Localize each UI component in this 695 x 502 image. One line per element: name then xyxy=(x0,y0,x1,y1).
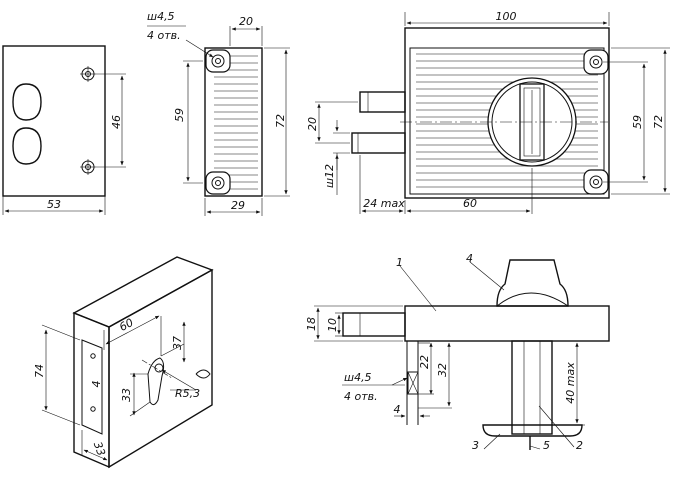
iso-dim-33-bottom-label: 33 xyxy=(91,440,108,458)
iso-dim-60-label: 60 xyxy=(117,316,135,334)
section-view: 1 4 2 3 5 18 10 22 32 40 max xyxy=(305,252,610,452)
dim-20-bolt-label: 20 xyxy=(306,117,319,131)
dim-20-label: 20 xyxy=(239,15,253,28)
dim-24max-label: 24 max xyxy=(363,197,405,210)
sec-dim-4-label: 4 xyxy=(394,403,401,416)
iso-dim-radius-label: R5,3 xyxy=(175,387,200,400)
iso-dim-37-label: 37 xyxy=(171,336,184,350)
lock-front-view: 100 20 ш12 24 max 60 59 72 xyxy=(306,10,670,214)
dim-72-front-label: 72 xyxy=(652,115,665,129)
cooling-fins xyxy=(214,55,258,190)
sec-hole-note-count: 4 отв. xyxy=(344,390,378,403)
mount-hole-icon xyxy=(211,176,225,190)
dim-29-label: 29 xyxy=(231,199,245,212)
sec-dim-18-label: 18 xyxy=(305,317,318,331)
dim-59-front-label: 59 xyxy=(631,115,644,129)
section-body xyxy=(404,305,610,342)
section-spindle xyxy=(511,340,553,435)
isometric-view: 60 37 74 33 R5,3 4 33 xyxy=(33,256,214,469)
dim-bolt-dia-label: ш12 xyxy=(323,164,336,188)
section-knob xyxy=(496,259,569,307)
iso-dim-4-label: 4 xyxy=(90,381,103,388)
bolt-cutout-lower xyxy=(12,127,42,165)
bolt-cutout-upper xyxy=(12,83,42,121)
section-plate xyxy=(482,424,583,437)
part-label-4: 4 xyxy=(466,252,473,265)
dim-100-label: 100 xyxy=(496,10,517,23)
section-bolt xyxy=(342,312,406,337)
sec-dim-32-label: 32 xyxy=(436,363,449,377)
sec-dim-22-label: 22 xyxy=(418,355,431,369)
part-label-5: 5 xyxy=(543,439,550,452)
dim-72-label: 72 xyxy=(274,114,287,128)
dim-53-label: 53 xyxy=(47,198,61,211)
mount-hole-icon xyxy=(211,54,225,68)
iso-dim-74-label: 74 xyxy=(33,364,46,378)
rotation-arrow-icon xyxy=(195,369,211,379)
mount-hole-icon xyxy=(589,175,603,189)
sec-dim-10-label: 10 xyxy=(326,318,339,332)
dim-60-label: 60 xyxy=(463,197,477,210)
sec-hole-note-diameter: ш4,5 xyxy=(344,371,372,384)
hole-note-diameter: ш4,5 xyxy=(147,10,175,23)
bolts xyxy=(351,91,406,154)
strike-plate-view: 46 53 xyxy=(2,45,126,215)
iso-dim-33-label: 33 xyxy=(120,388,133,402)
iso-cutout xyxy=(147,357,165,406)
lock-side-view: ш4,5 4 отв. 20 59 72 29 xyxy=(147,10,290,216)
hole-note-count: 4 отв. xyxy=(147,29,181,42)
part-label-1: 1 xyxy=(396,256,403,269)
sec-dim-40max-label: 40 max xyxy=(564,362,577,404)
part-label-3: 3 xyxy=(472,439,479,452)
dim-59-label: 59 xyxy=(173,108,186,122)
mount-hole-icon xyxy=(589,55,603,69)
part-label-2: 2 xyxy=(576,439,583,452)
iso-faceplate xyxy=(81,339,103,435)
dim-46-label: 46 xyxy=(110,115,123,129)
